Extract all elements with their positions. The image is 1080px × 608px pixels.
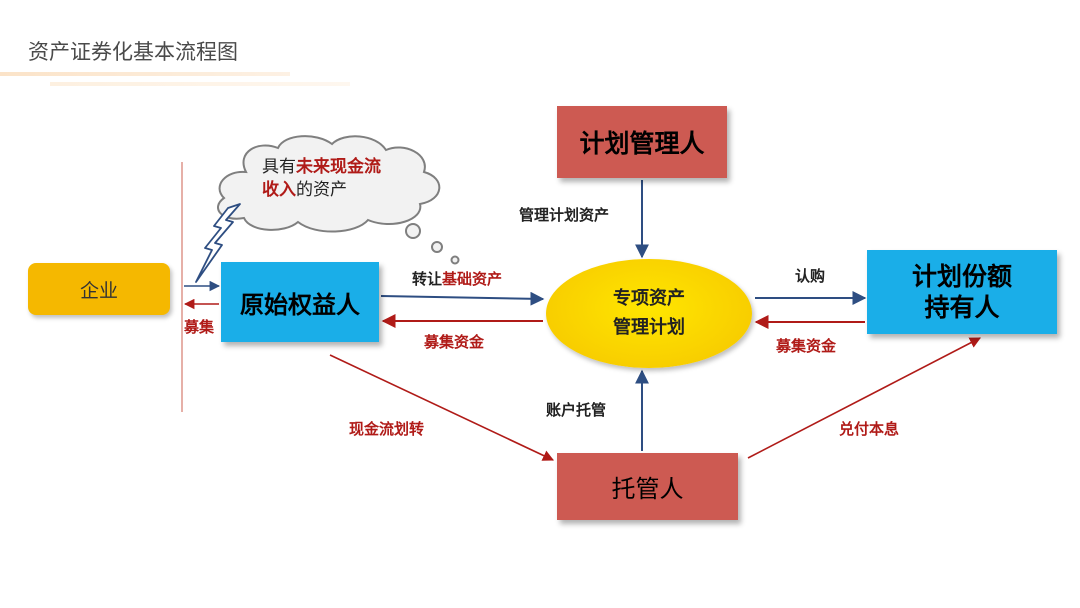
cloud-text: 具有未来现金流 收入的资产: [262, 156, 412, 202]
node-company: 企业: [28, 263, 170, 315]
node-originator: 原始权益人: [221, 262, 379, 342]
arrow-transfer-assets: [380, 291, 545, 306]
label-subscribe: 认购: [795, 267, 826, 285]
label-transfer-prefix: 转让: [412, 270, 443, 288]
node-plan-manager: 计划管理人: [557, 106, 727, 178]
cloud-suffix: 的资产: [296, 179, 347, 200]
holders-line-1: 计划份额: [911, 261, 1012, 291]
cloud-highlight-future-cashflow: 未来现金流: [296, 157, 381, 177]
arrow-pay-principal-interest: [747, 337, 981, 459]
plan-line-2: 管理计划: [613, 316, 685, 338]
label-raise-funds-left: 募集资金: [424, 333, 485, 351]
title-underline-secondary: [50, 82, 350, 86]
cloud-highlight-income: 收入: [262, 179, 296, 200]
label-transfer-highlight: 基础资产: [442, 270, 503, 288]
holders-line-2: 持有人: [924, 293, 1000, 322]
page-title: 资产证券化基本流程图: [28, 40, 238, 64]
title-underline: [0, 72, 290, 76]
label-raise-short: 募集: [184, 318, 215, 336]
label-manage-assets: 管理计划资产: [519, 206, 610, 224]
plan-line-1: 专项资产: [613, 287, 685, 309]
arrow-cashflow-transfer: [329, 354, 555, 461]
cloud-prefix: 具有: [262, 157, 296, 177]
lightning-icon: [195, 203, 241, 283]
label-account-custody: 账户托管: [546, 401, 607, 419]
label-raise-funds-right: 募集资金: [776, 337, 837, 355]
node-custodian: 托管人: [557, 453, 738, 520]
thought-cloud: [217, 135, 460, 265]
node-unit-holders: 计划份额 持有人: [867, 250, 1057, 334]
label-transfer: 转让基础资产: [412, 268, 502, 289]
node-special-plan: 专项资产 管理计划: [546, 259, 752, 368]
label-pay-principal-interest: 兑付本息: [839, 420, 900, 438]
label-cashflow-transfer: 现金流划转: [349, 420, 425, 438]
